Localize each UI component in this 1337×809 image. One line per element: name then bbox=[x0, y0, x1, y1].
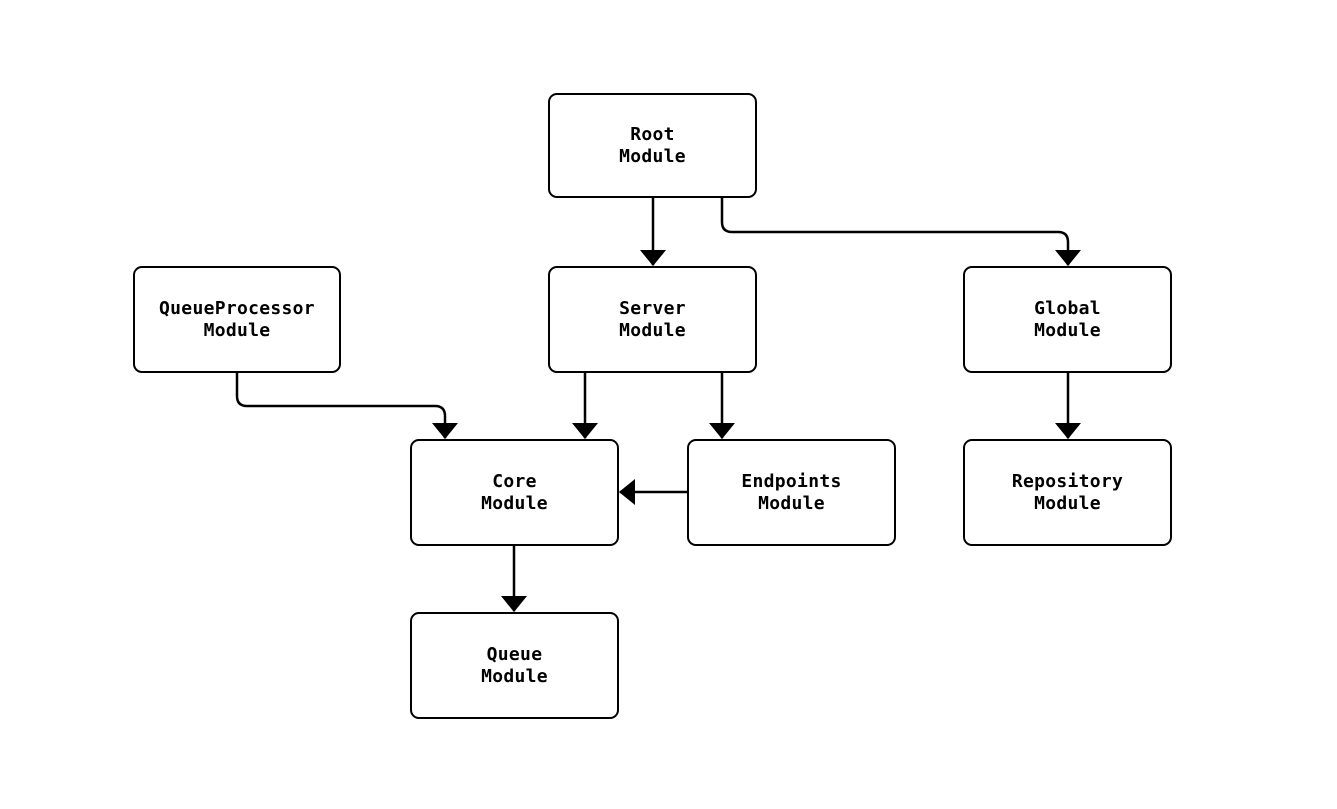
node-repository: Repository Module bbox=[963, 439, 1172, 546]
node-label-endpoints: Endpoints Module bbox=[741, 470, 842, 514]
node-label-global: Global Module bbox=[1034, 297, 1101, 341]
node-label-queueprocessor: QueueProcessor Module bbox=[159, 297, 315, 341]
node-core: Core Module bbox=[410, 439, 619, 546]
node-queueprocessor: QueueProcessor Module bbox=[133, 266, 341, 373]
node-queue: Queue Module bbox=[410, 612, 619, 719]
edge-root-to-global bbox=[720, 196, 1081, 266]
node-root: Root Module bbox=[548, 93, 757, 198]
node-label-server: Server Module bbox=[619, 297, 686, 341]
node-server: Server Module bbox=[548, 266, 757, 373]
node-label-queue: Queue Module bbox=[481, 643, 548, 687]
node-label-core: Core Module bbox=[481, 470, 548, 514]
node-label-repository: Repository Module bbox=[1011, 470, 1124, 514]
node-global: Global Module bbox=[963, 266, 1172, 373]
edge-queueprocessor-to-core bbox=[235, 371, 458, 439]
node-endpoints: Endpoints Module bbox=[687, 439, 896, 546]
edges-group bbox=[235, 196, 1081, 612]
node-label-root: Root Module bbox=[619, 123, 686, 167]
